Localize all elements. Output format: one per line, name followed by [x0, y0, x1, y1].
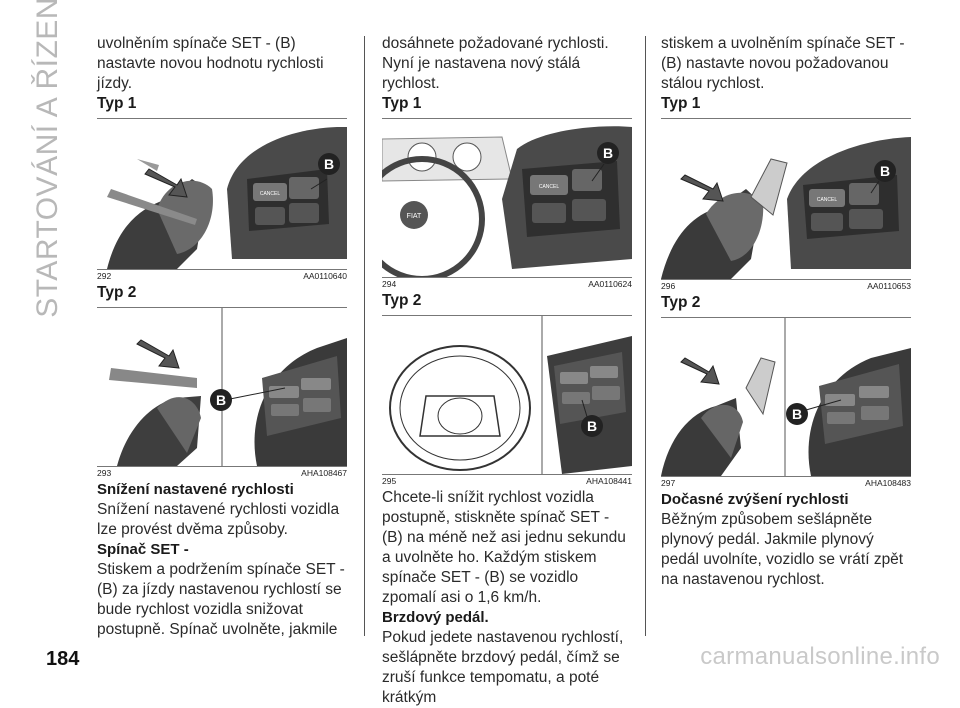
figure-296: CANCEL B [661, 118, 911, 280]
arrow-icon [680, 174, 724, 202]
col2-intro: dosáhnete požadované rychlosti. Nyní je … [382, 35, 609, 92]
col2-heading-brzdovy: Brzdový pedál. [382, 609, 489, 626]
callout-b-icon: B [786, 403, 808, 425]
page-number: 184 [46, 648, 80, 670]
col3-typ2-label: Typ 2 [661, 294, 701, 311]
figure-292: CANCEL B [97, 118, 347, 270]
col1-para1: Snížení nastavené rychlosti vozidla lze … [97, 501, 340, 538]
callout-b-icon: B [318, 153, 340, 175]
figure-293: B [97, 307, 347, 467]
figure-294-caption: 294 AA0110624 [382, 279, 632, 289]
cancel-switch-label: CANCEL [539, 184, 560, 190]
figure-296-caption: 296 AA0110653 [661, 281, 911, 291]
column-divider [364, 36, 365, 636]
figure-295-caption: 295 AHA108441 [382, 476, 632, 486]
figure-293-caption: 293 AHA108467 [97, 468, 347, 478]
col1-heading-snizeni: Snížení nastavené rychlosti [97, 481, 294, 498]
svg-text:B: B [603, 145, 613, 161]
callout-b-icon: B [210, 389, 232, 411]
col3-typ1-label: Typ 1 [661, 95, 701, 112]
figure-295: B [382, 315, 632, 475]
figure-292-caption: 292 AA0110640 [97, 271, 347, 281]
column-3: stiskem a uvolněním spínače SET - (B) na… [661, 34, 911, 590]
cancel-switch-label: CANCEL [260, 191, 281, 197]
col3-intro: stiskem a uvolněním spínače SET - (B) na… [661, 35, 905, 92]
svg-text:B: B [587, 418, 597, 434]
col1-intro: uvolněním spínače SET - (B) nastavte nov… [97, 35, 324, 92]
callout-b-icon: B [874, 160, 896, 182]
steering-logo: FIAT [407, 213, 422, 220]
chapter-side-title: STARTOVÁNÍ A ŘÍZENÍ [31, 0, 64, 318]
col2-typ1-label: Typ 1 [382, 95, 422, 112]
col2-para2: Pokud jedete nastavenou rychlostí, sešlá… [382, 629, 624, 706]
col1-typ2-label: Typ 2 [97, 284, 137, 301]
callout-b-icon: B [597, 142, 619, 164]
figure-294: FIAT CANCEL B [382, 118, 632, 278]
col1-para2: Stiskem a podržením spínače SET - (B) za… [97, 561, 345, 638]
col2-typ2-label: Typ 2 [382, 292, 422, 309]
col1-heading-spinac-set: Spínač SET - [97, 541, 189, 558]
callout-b-icon: B [581, 415, 603, 437]
svg-text:B: B [324, 156, 334, 172]
col2-para1: Chcete-li snížit rychlost vozidla postup… [382, 489, 626, 606]
arrow-icon [680, 357, 720, 385]
watermark: carmanualsonline.info [700, 643, 940, 670]
figure-297: B [661, 317, 911, 477]
figure-297-caption: 297 AHA108483 [661, 478, 911, 488]
svg-text:B: B [216, 392, 226, 408]
col1-typ1-label: Typ 1 [97, 95, 137, 112]
column-divider [645, 36, 646, 636]
arrow-icon [144, 168, 188, 198]
column-2: dosáhnete požadované rychlosti. Nyní je … [382, 34, 632, 708]
svg-text:B: B [792, 406, 802, 422]
column-1: uvolněním spínače SET - (B) nastavte nov… [97, 34, 347, 640]
col3-para1: Běžným způsobem sešlápněte plynový pedál… [661, 511, 904, 588]
col3-heading-docasne: Dočasné zvýšení rychlosti [661, 491, 849, 508]
arrow-icon [136, 339, 180, 369]
svg-text:B: B [880, 163, 890, 179]
cancel-switch-label: CANCEL [817, 197, 838, 203]
